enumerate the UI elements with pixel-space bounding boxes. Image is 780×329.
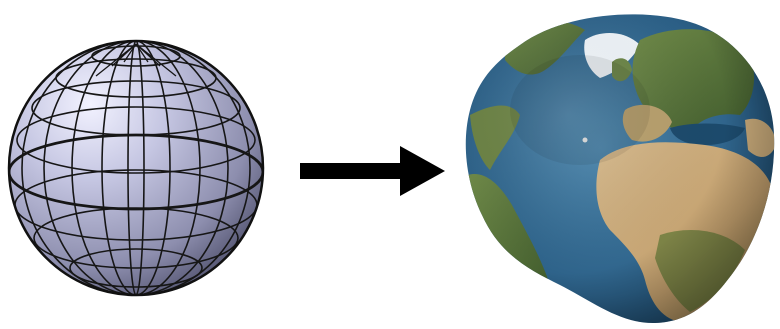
wireframe-sphere bbox=[9, 41, 263, 295]
arrow-head bbox=[400, 146, 445, 196]
arrow-shaft bbox=[300, 163, 404, 179]
deformed-earth-globe bbox=[455, 0, 780, 329]
sphere-body bbox=[9, 41, 263, 295]
right-arrow-icon bbox=[300, 146, 445, 196]
globe-shading bbox=[455, 0, 780, 329]
